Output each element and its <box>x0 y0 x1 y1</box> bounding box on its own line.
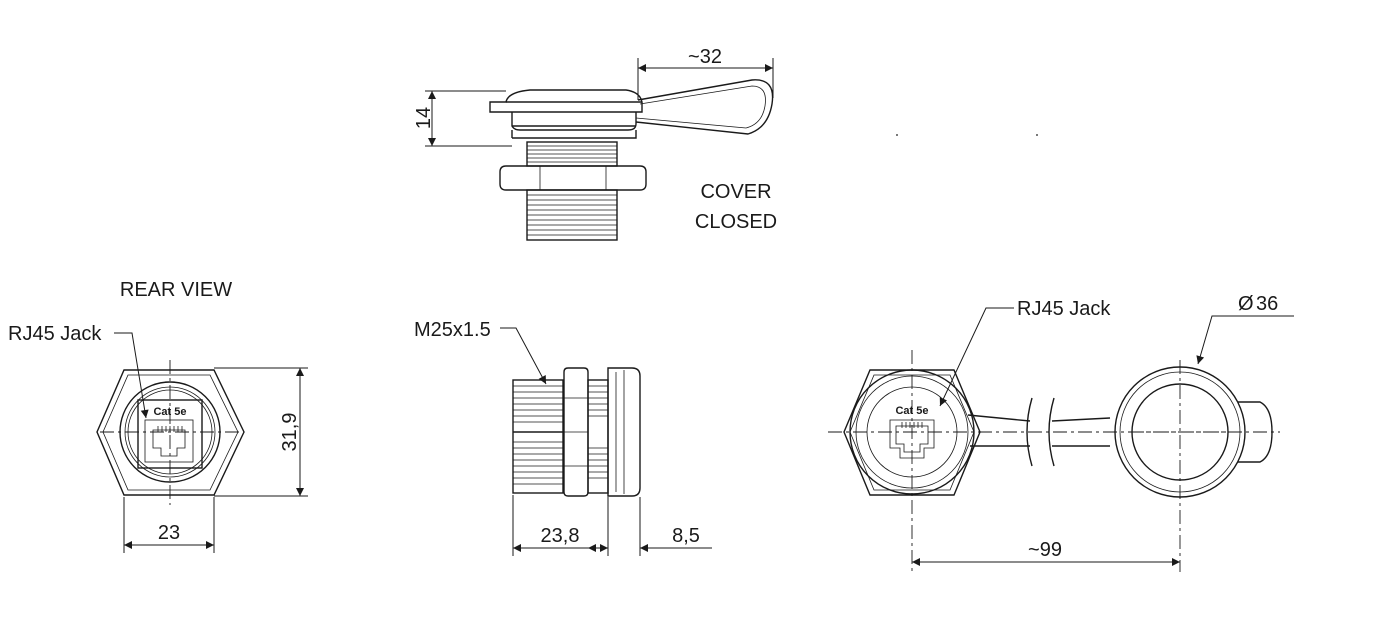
dim-height-14: 14 <box>413 107 435 129</box>
diameter-value: 36 <box>1256 293 1278 315</box>
caption-closed: CLOSED <box>695 211 777 233</box>
cover-closed-view: 14 ~32 COVER CLOSED <box>413 46 1038 241</box>
dim-lanyard-32: ~32 <box>688 46 722 68</box>
dim-length-99: ~99 <box>1028 539 1062 561</box>
dim-height-31-9: 31,9 <box>279 413 301 452</box>
dim-body-23-8: 23,8 <box>541 525 580 547</box>
dim-flange-8-5: 8,5 <box>672 525 700 547</box>
diameter-symbol: Ø <box>1238 293 1254 315</box>
dim-width-23: 23 <box>158 522 180 544</box>
rear-callout-rj45: RJ45 Jack <box>8 323 102 345</box>
side-view: M25x1.5 23,8 8,5 <box>414 319 712 556</box>
caption-rear-view: REAR VIEW <box>120 279 232 301</box>
front-view: Cat 5e RJ45 Jack Ø 36 ~99 <box>828 293 1294 572</box>
thread-lines-top <box>527 145 617 163</box>
dim-diameter-36: Ø 36 <box>1238 293 1278 315</box>
caption-cover: COVER <box>700 181 771 203</box>
front-callout-rj45: RJ45 Jack <box>1017 298 1111 320</box>
thread-callout: M25x1.5 <box>414 319 491 341</box>
rear-view: REAR VIEW Cat 5e RJ45 Jack 23 <box>8 279 308 553</box>
